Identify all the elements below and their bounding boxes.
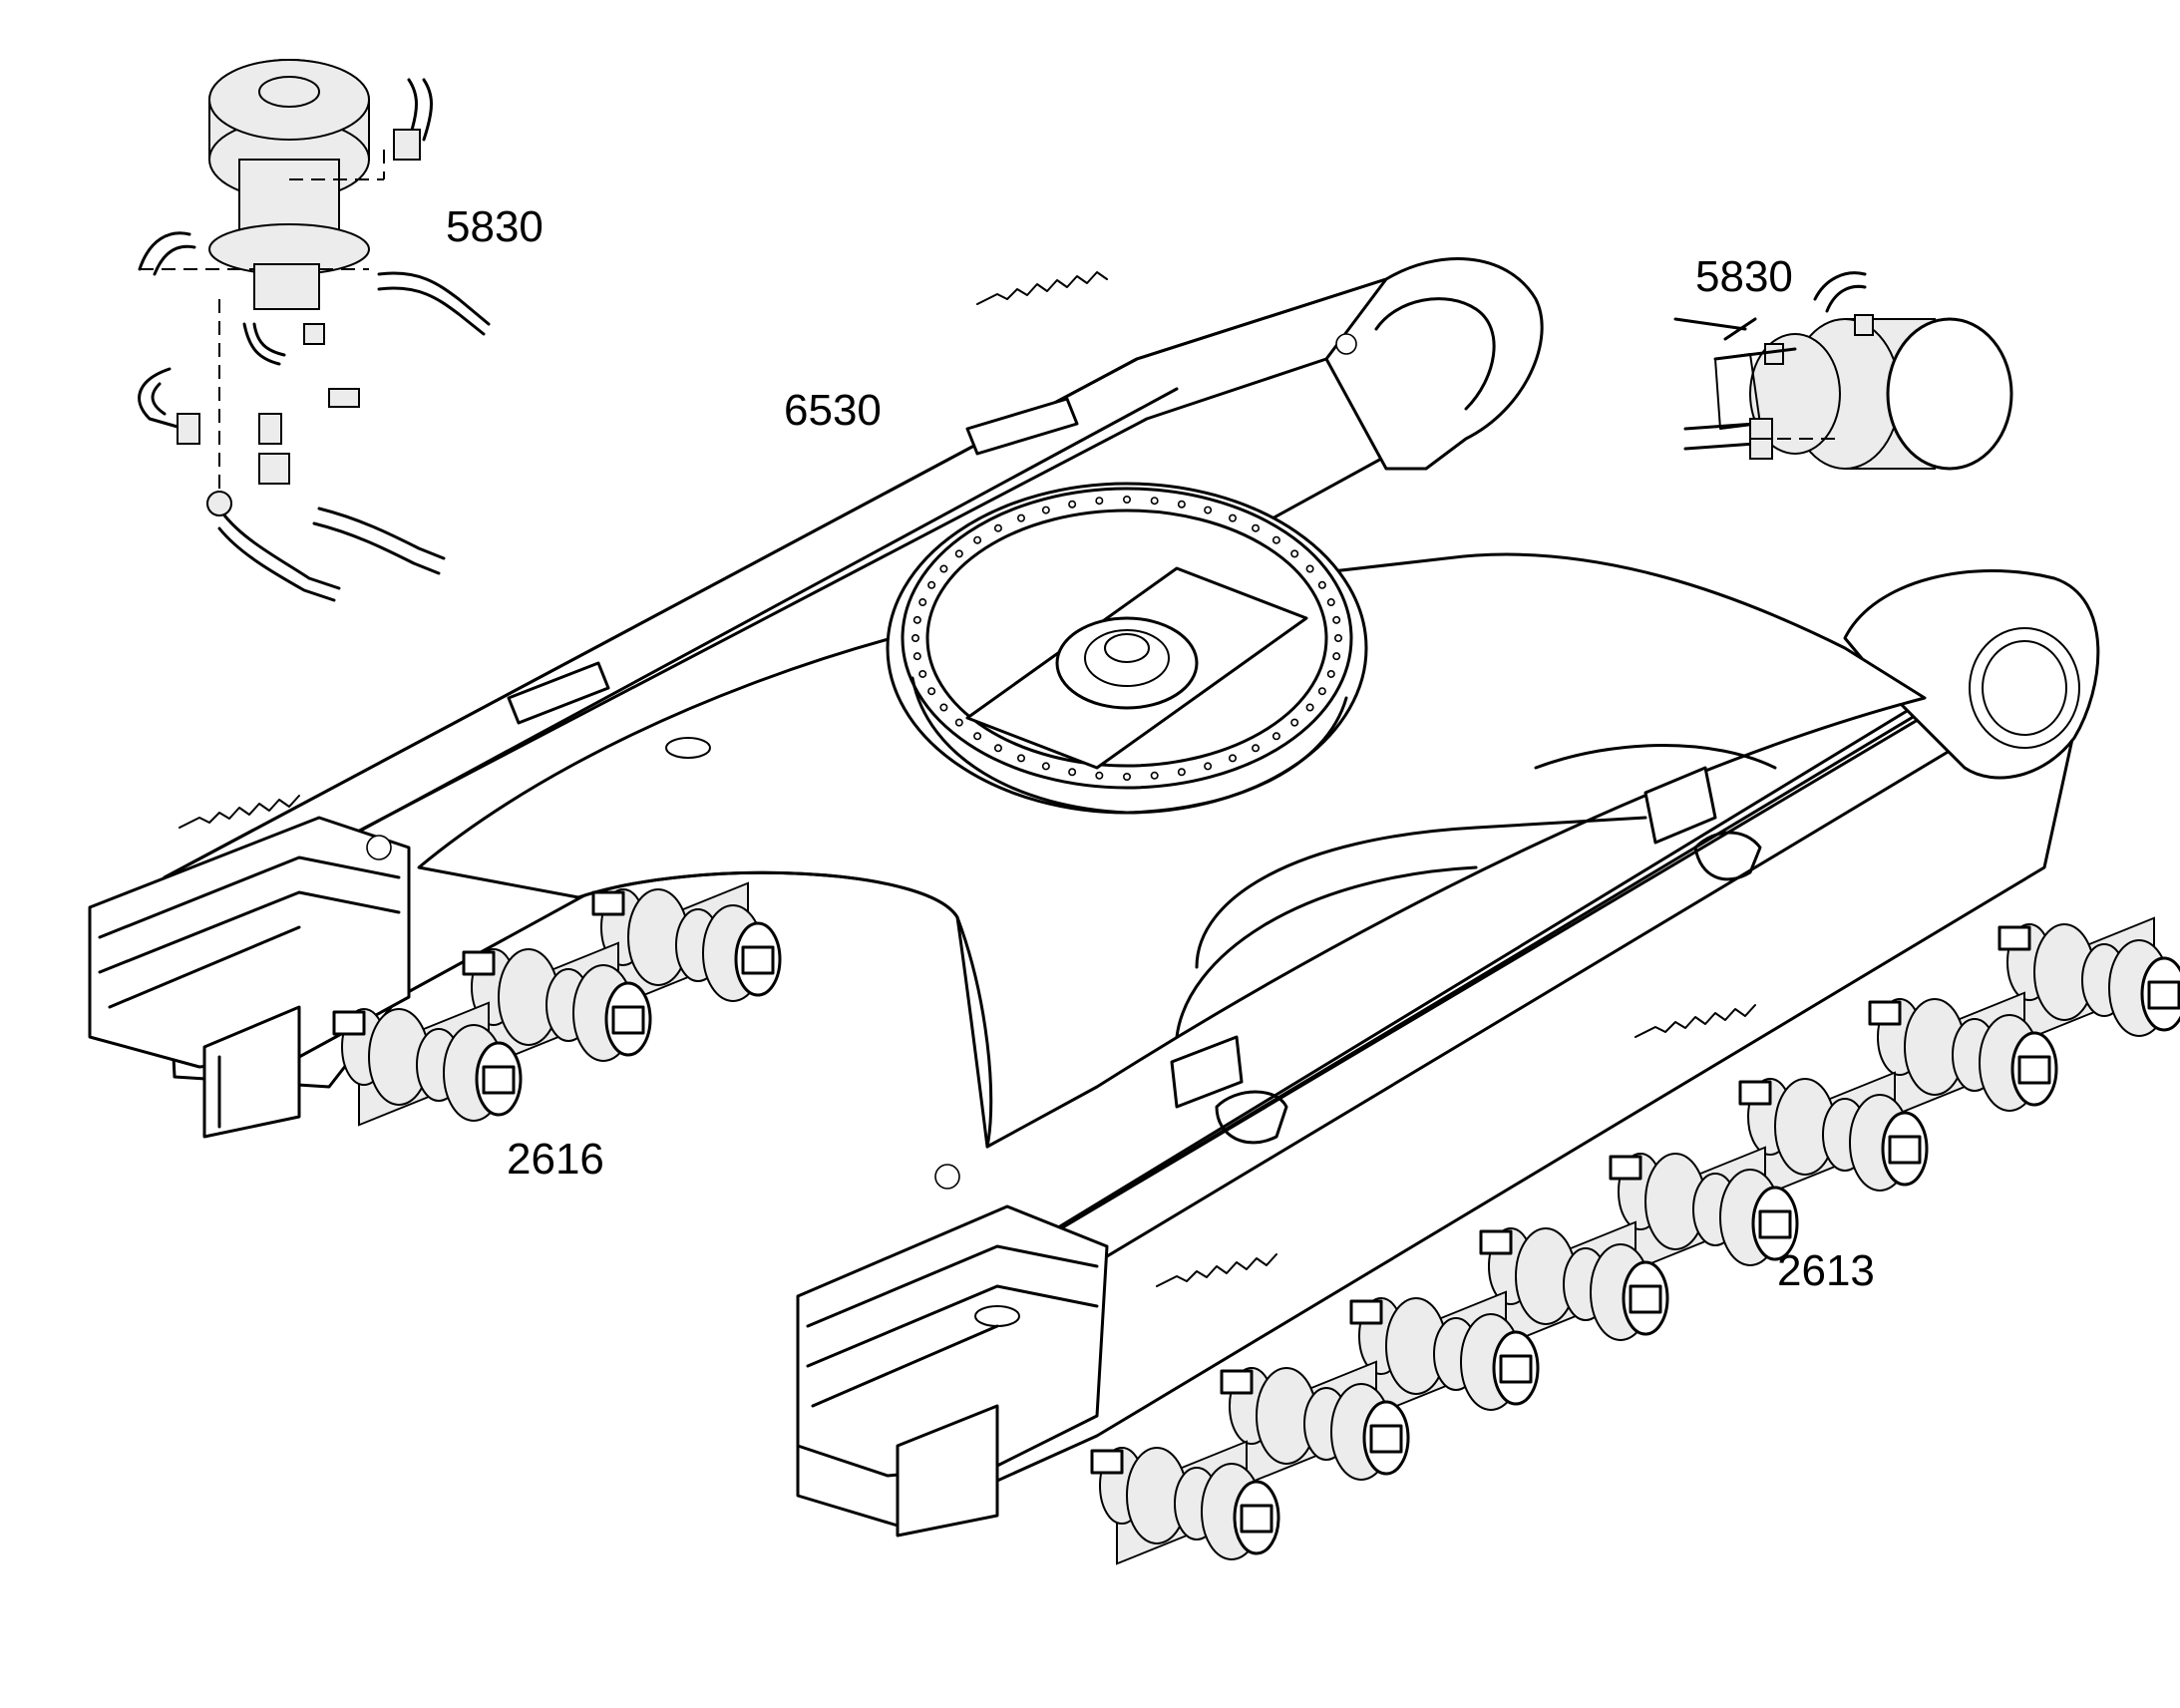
track-roller [1090,1440,1280,1565]
callout-lower-rollers: 2613 [1777,1246,1875,1295]
track-roller [1998,916,2180,1042]
swivel-joint-assembly [138,59,491,602]
track-roller [1479,1220,1669,1346]
track-roller [332,1001,523,1127]
track-roller [1220,1360,1410,1486]
callout-upper-rollers: 2616 [507,1135,604,1184]
callout-undercarriage-frame: 6530 [784,386,882,435]
track-rollers [332,881,2180,1565]
callout-swivel-joint: 5830 [446,202,544,251]
track-roller [1738,1071,1929,1196]
track-roller [1868,991,2058,1117]
undercarriage-frame [88,257,2100,1537]
callout-travel-motor: 5830 [1695,252,1793,301]
travel-motor-assembly [1673,271,2013,471]
track-roller [1349,1290,1540,1416]
